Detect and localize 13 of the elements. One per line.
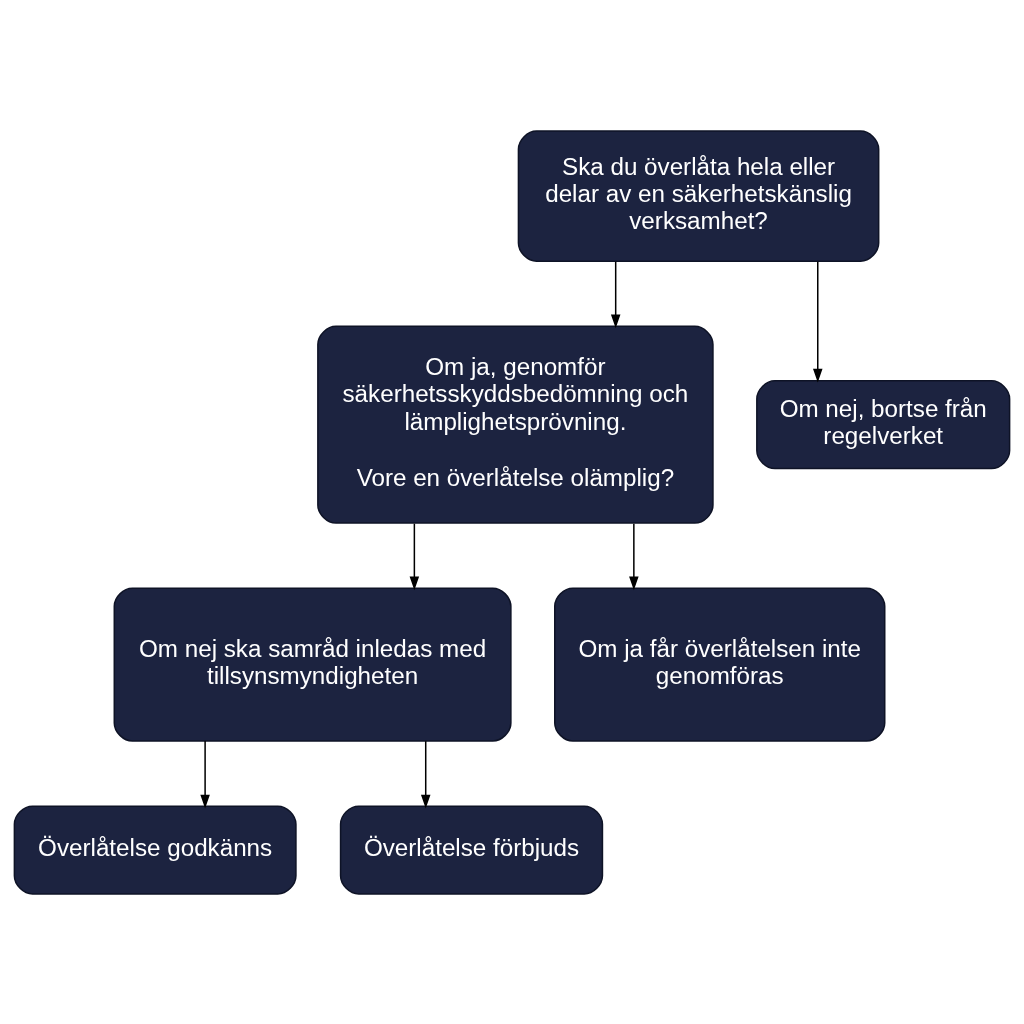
node-box: Överlåtelse förbjuds xyxy=(339,804,604,895)
arrow xyxy=(409,522,420,590)
arrow xyxy=(610,260,621,328)
node-box: Ska du överlåta hela eller delar av en säkerhetskänslig verksamhet? xyxy=(517,129,880,262)
arrow xyxy=(200,739,210,808)
node-box: Om ja får överlåtelsen inte genomföras xyxy=(554,586,886,742)
node-box: Överlåtelse godkänns xyxy=(13,804,297,895)
node-box: Om nej ska samråd inledas med tillsynsmyndigheten xyxy=(113,586,512,742)
arrow xyxy=(420,739,431,808)
arrow xyxy=(629,522,639,590)
arrow xyxy=(813,260,823,382)
node-box: Om ja, genomför säkerhetsskyddsbedömning och lämplighetsprövning. Vore en överlåtelse olämplig? xyxy=(317,325,714,524)
node-box: Om nej, bortse från regelverket xyxy=(756,379,1011,469)
